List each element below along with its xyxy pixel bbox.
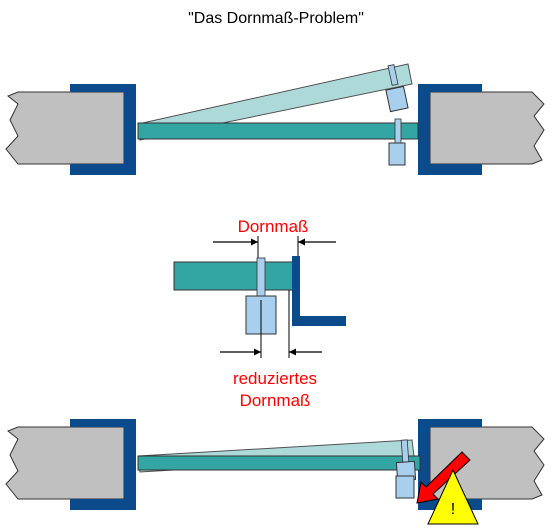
door-leaf-detail bbox=[173, 261, 297, 291]
red-arrow-icon bbox=[416, 451, 471, 504]
middle-detail: Dornmaß reduziertes Dornmaß bbox=[173, 217, 346, 410]
right-door-frame bbox=[418, 84, 482, 175]
left-door-frame-bottom bbox=[70, 419, 136, 510]
lock-closed bbox=[388, 118, 406, 166]
bottom-scene: ! bbox=[5, 419, 545, 525]
door-leaf-closed bbox=[137, 122, 419, 140]
diagram-title: "Das Dornmaß-Problem" bbox=[188, 10, 364, 27]
reduced-backset-label-line2: Dornmaß bbox=[240, 391, 311, 410]
backset-label: Dornmaß bbox=[238, 217, 309, 236]
lock-open bbox=[385, 64, 409, 113]
lock-closed-bottom bbox=[395, 475, 415, 499]
warning-symbol: ! bbox=[451, 501, 455, 518]
left-wall-bottom bbox=[5, 426, 125, 500]
top-scene bbox=[5, 63, 545, 175]
door-leaf-closed-bottom bbox=[137, 455, 421, 471]
reduced-backset-label-line1: reduziertes bbox=[233, 369, 317, 388]
left-wall bbox=[5, 91, 125, 165]
right-wall bbox=[429, 91, 545, 165]
frame-angle-detail bbox=[292, 256, 346, 326]
left-door-frame bbox=[70, 84, 136, 175]
warning-triangle-icon: ! bbox=[427, 468, 479, 525]
